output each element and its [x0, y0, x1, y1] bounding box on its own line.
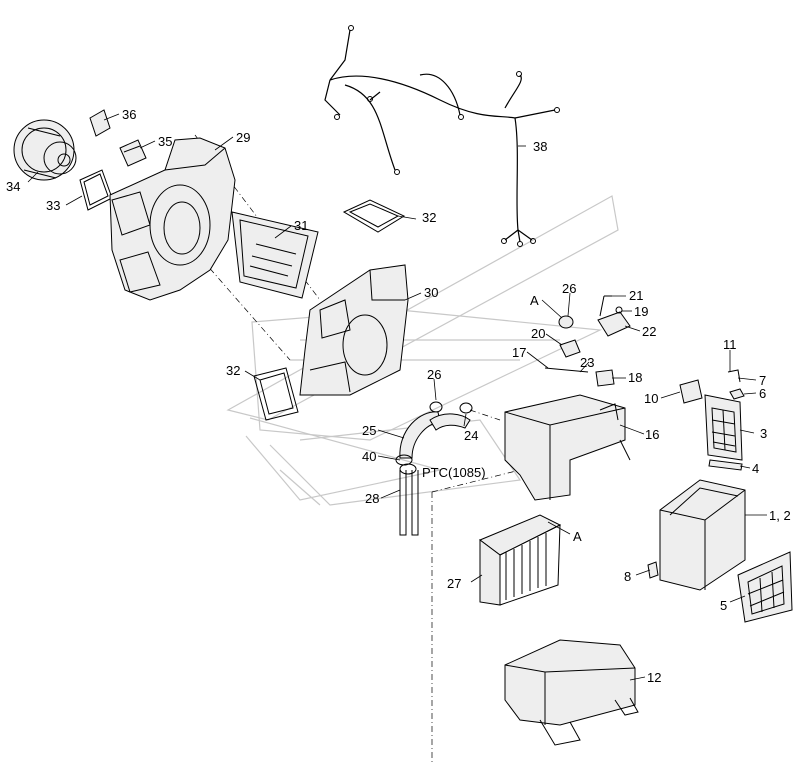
label-26-upper: 26 [562, 281, 576, 296]
small-actuators [544, 295, 631, 387]
filter-box [659, 479, 746, 591]
clip-8 [647, 561, 659, 579]
grille-5 [737, 551, 793, 623]
label-32-lower: 32 [226, 363, 240, 378]
hoses-and-pipes [395, 401, 473, 536]
label-12: 12 [647, 670, 661, 685]
label-23: 23 [580, 355, 594, 370]
label-32-upper: 32 [422, 210, 436, 225]
label-17: 17 [512, 345, 526, 360]
label-34: 34 [6, 179, 20, 194]
label-22: 22 [642, 324, 656, 339]
label-3: 3 [760, 426, 767, 441]
label-21: 21 [629, 288, 643, 303]
label-27: 27 [447, 576, 461, 591]
label-7: 7 [759, 373, 766, 388]
seal-4 [708, 459, 743, 471]
label-a-lower: A [573, 529, 582, 544]
label-33: 33 [46, 198, 60, 213]
label-31: 31 [294, 218, 308, 233]
label-25: 25 [362, 423, 376, 438]
label-11: 11 [723, 337, 737, 352]
label-19: 19 [634, 304, 648, 319]
label-26-lower: 26 [427, 367, 441, 382]
label-18: 18 [628, 370, 642, 385]
leader-lines [27, 113, 767, 681]
filter-3 [704, 394, 743, 461]
blower-housing [109, 137, 236, 301]
label-36: 36 [122, 107, 136, 122]
wiring-harness [324, 25, 560, 247]
resistor-35 [119, 139, 147, 167]
connector-36 [89, 109, 111, 137]
lower-case-12 [504, 639, 639, 746]
label-30: 30 [424, 285, 438, 300]
label-10: 10 [644, 391, 658, 406]
label-38: 38 [533, 139, 547, 154]
callout-labels: 36 35 29 34 33 31 38 32 30 32 26 A 21 19… [6, 107, 791, 685]
gasket-32-lower [253, 367, 299, 421]
heater-core [479, 514, 562, 606]
label-35: 35 [158, 134, 172, 149]
label-1-2: 1, 2 [769, 508, 791, 523]
filter-frame-31 [231, 211, 319, 299]
label-29: 29 [236, 130, 250, 145]
label-28: 28 [365, 491, 379, 506]
label-ptc: PTC(1085) [422, 465, 486, 480]
label-16: 16 [645, 427, 659, 442]
gasket-33 [79, 169, 113, 211]
label-8: 8 [624, 569, 631, 584]
heater-case [504, 394, 631, 501]
label-20: 20 [531, 326, 545, 341]
label-a-upper: A [530, 293, 539, 308]
label-4: 4 [752, 461, 759, 476]
label-40: 40 [362, 449, 376, 464]
gasket-32-upper [342, 199, 406, 233]
evaporator-housing [299, 264, 409, 396]
label-6: 6 [759, 386, 766, 401]
label-24: 24 [464, 428, 478, 443]
label-5: 5 [720, 598, 727, 613]
blower-motor [13, 119, 77, 181]
